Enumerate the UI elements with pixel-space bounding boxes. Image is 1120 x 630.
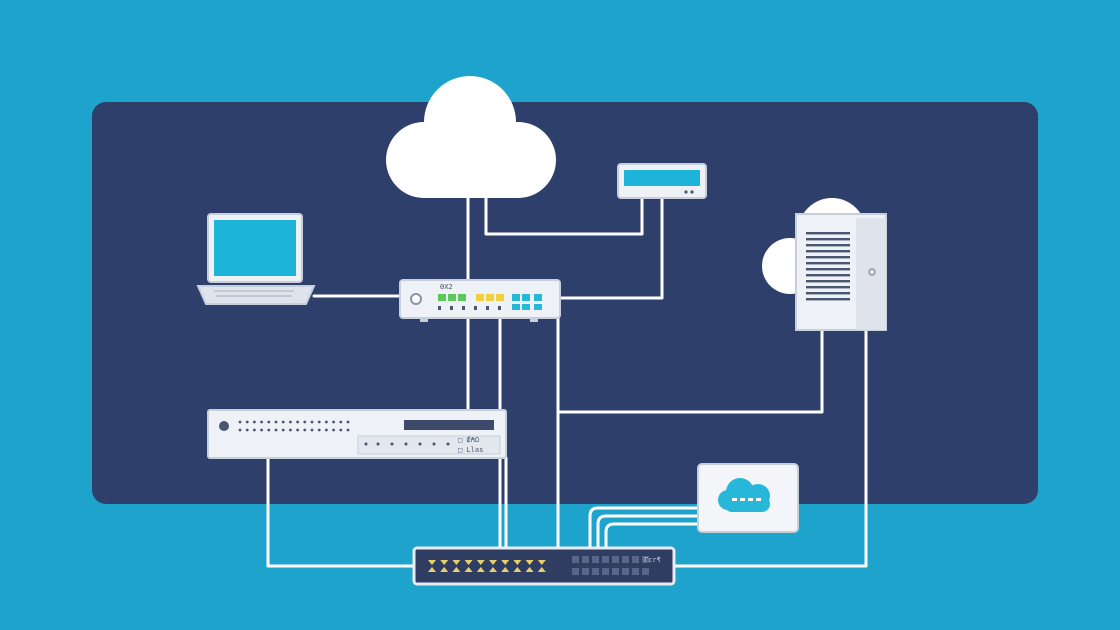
backdrop-panel <box>92 102 1038 504</box>
rack-label-2: □ Llas <box>458 446 483 454</box>
cloud-chat-icon <box>697 463 799 533</box>
modem-icon <box>617 163 707 199</box>
wire-cloudserver-switch <box>672 328 868 568</box>
router-icon: ΘΧ2 <box>399 279 561 322</box>
cloud-server-icon <box>762 198 887 331</box>
rack-label-1: □ ₡₳Ω <box>458 436 479 444</box>
network-switch-icon: Γcr₹ <box>412 546 676 586</box>
wire-router-cloudserver <box>556 328 824 414</box>
cloud-icon <box>386 76 556 198</box>
wire-cloud-modem <box>484 188 644 236</box>
rack-server-icon: □ ₡₳Ω □ Llas <box>207 409 507 459</box>
wire-modem-router <box>558 194 664 300</box>
switch-label: Γcr₹ <box>644 556 661 564</box>
laptop-icon <box>196 213 316 305</box>
wire-badge-switch-2 <box>596 514 700 550</box>
wire-badge-switch-1 <box>588 506 700 550</box>
wire-badge-switch-3 <box>604 522 700 550</box>
wire-rack-switch <box>266 456 416 568</box>
router-model-label: ΘΧ2 <box>440 283 453 291</box>
